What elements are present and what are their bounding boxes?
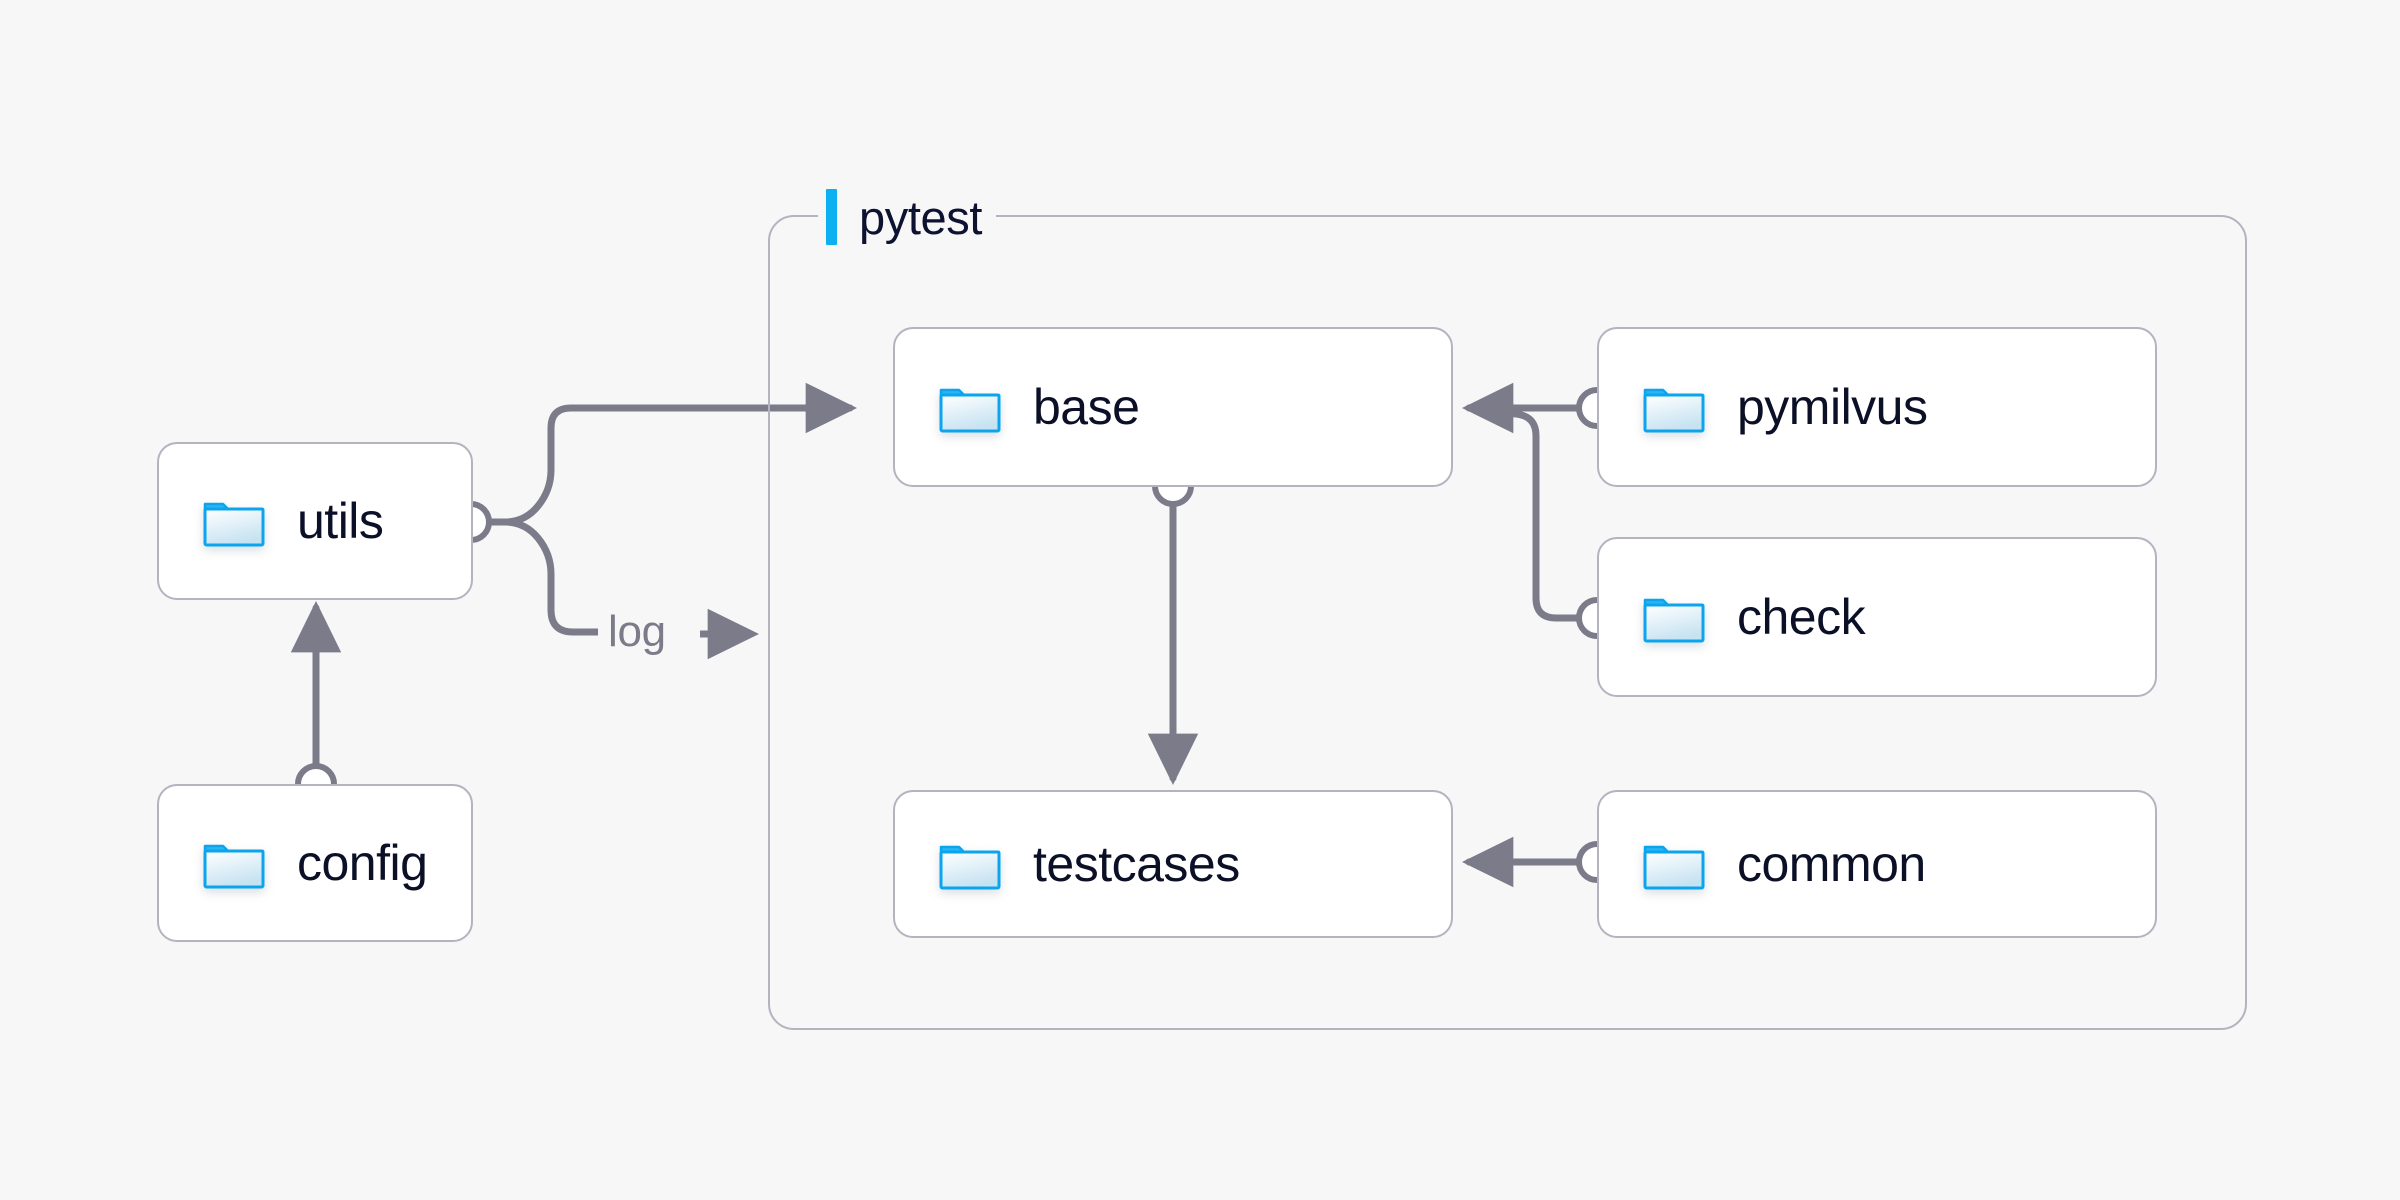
node-label: base — [1033, 379, 1140, 435]
node-label: config — [297, 835, 428, 891]
group-label-text: pytest — [859, 190, 982, 244]
folder-icon — [1643, 838, 1705, 890]
node-label: pymilvus — [1737, 379, 1928, 435]
node-label: common — [1737, 836, 1926, 892]
node-utils[interactable]: utils — [157, 442, 473, 600]
node-label: check — [1737, 589, 1866, 645]
folder-icon — [939, 838, 1001, 890]
node-common[interactable]: common — [1597, 790, 2157, 938]
group-container-pytest[interactable] — [768, 215, 2247, 1030]
node-base[interactable]: base — [893, 327, 1453, 487]
folder-icon — [1643, 381, 1705, 433]
folder-icon — [1643, 591, 1705, 643]
node-pymilvus[interactable]: pymilvus — [1597, 327, 2157, 487]
folder-icon — [203, 495, 265, 547]
node-testcases[interactable]: testcases — [893, 790, 1453, 938]
edge-utils-pytest-log — [486, 518, 604, 636]
node-config[interactable]: config — [157, 784, 473, 942]
group-label-pytest: pytest — [818, 185, 996, 249]
folder-icon — [203, 837, 265, 889]
edge-label-log: log — [598, 608, 676, 656]
node-check[interactable]: check — [1597, 537, 2157, 697]
node-label: utils — [297, 493, 384, 549]
accent-bar-icon — [826, 189, 837, 245]
node-label: testcases — [1033, 836, 1240, 892]
folder-icon — [939, 381, 1001, 433]
